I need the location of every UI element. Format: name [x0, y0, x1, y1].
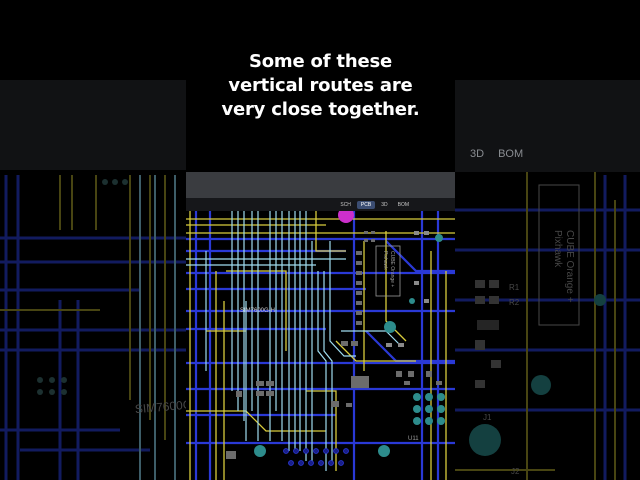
pcb-viewer-panel: SCH PCB 3D BOM	[186, 172, 455, 480]
label-u11: U11	[408, 436, 419, 442]
module-label-line1: Pixhawk	[382, 251, 388, 270]
viewer-toolbar	[186, 172, 455, 199]
tab-bom[interactable]: BOM	[397, 201, 409, 208]
right-label-j1: J1	[483, 413, 492, 422]
right-label-r2: R2	[509, 298, 520, 307]
pcb-layout-canvas[interactable]: SIM7600G-H Pixhawk CUBE Orange + U11	[186, 211, 455, 480]
tab-3d[interactable]: 3D	[381, 201, 388, 208]
side-tab-bom[interactable]: BOM	[498, 148, 524, 160]
bottom-layer-traces	[186, 211, 455, 480]
left-chip-ghost-label: SIM7600G-H	[134, 396, 186, 416]
right-label-r1: R1	[509, 283, 520, 292]
module-outline	[375, 245, 401, 297]
left-background-pcb: SIM7600G-H	[0, 0, 186, 480]
side-tab-3d[interactable]: 3D	[470, 148, 485, 160]
viewer-tab-bar: SCH PCB 3D BOM	[186, 198, 455, 211]
right-module-label-1: Pixhawk	[552, 230, 563, 268]
right-label-j2: J2	[511, 467, 520, 476]
chip-label-sim7600: SIM7600G-H	[240, 308, 275, 314]
caption-overlay: Some of these vertical routes are very c…	[186, 0, 455, 172]
connector-pins	[283, 448, 349, 466]
caption-text: Some of these vertical routes are very c…	[221, 51, 420, 120]
top-layer-traces	[186, 211, 455, 480]
right-module-label-2: CUBE Orange +	[564, 230, 575, 303]
right-background-pcb: Pixhawk CUBE Orange + R1 R2 J1 J2	[455, 0, 640, 480]
tab-pcb[interactable]: PCB	[356, 200, 376, 209]
components	[226, 231, 442, 459]
tab-sch[interactable]: SCH	[340, 201, 351, 208]
teal-pads	[254, 234, 445, 457]
magenta-via	[338, 211, 354, 223]
side-tab-bar: 3D BOM	[470, 148, 523, 160]
module-label-line2: CUBE Orange +	[389, 251, 395, 287]
